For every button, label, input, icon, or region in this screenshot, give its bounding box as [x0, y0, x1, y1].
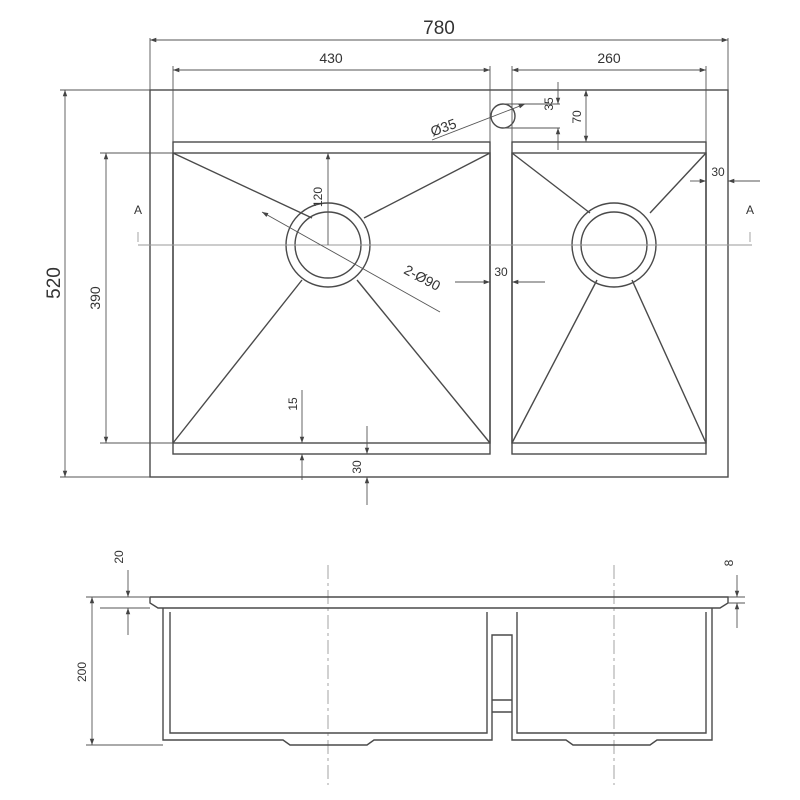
dimension-lines [60, 37, 760, 505]
drain-offset-label: 120 [311, 187, 325, 207]
sink-outline [149, 89, 729, 478]
left-bowl-outline [172, 141, 491, 455]
right-rim-label: 30 [711, 165, 725, 179]
center-lines [137, 232, 752, 785]
left-bowl-width-label: 430 [319, 50, 343, 66]
bowl-height-label: 200 [75, 662, 89, 682]
section-mark-right: A [746, 203, 754, 217]
bowl-depth-label: 390 [87, 286, 103, 310]
right-bowl-width-label: 260 [597, 50, 621, 66]
overall-width-label: 780 [423, 18, 455, 39]
right-bowl-outline [511, 141, 707, 455]
overall-depth-label: 520 [44, 267, 65, 299]
right-bowl-floor [511, 152, 707, 444]
bowl-profile [162, 608, 713, 746]
tap-hole-offset-label: 35 [542, 97, 556, 111]
tap-hole-diameter-label: Ø35 [428, 115, 459, 139]
side-view [149, 596, 729, 746]
tap-hole-depth-label: 70 [570, 110, 584, 124]
edge-thickness-label: 8 [722, 559, 736, 566]
side-dimension-lines [86, 570, 745, 746]
front-ledge-label: 15 [286, 397, 300, 411]
left-bowl-floor [172, 152, 491, 444]
divider-width-label: 30 [494, 265, 508, 279]
section-mark-left: A [134, 203, 142, 217]
drain-size-label: 2-Ø90 [401, 261, 443, 293]
flange-thickness-label: 20 [112, 550, 126, 564]
front-rim-label: 30 [350, 460, 364, 474]
top-flange [149, 596, 729, 609]
